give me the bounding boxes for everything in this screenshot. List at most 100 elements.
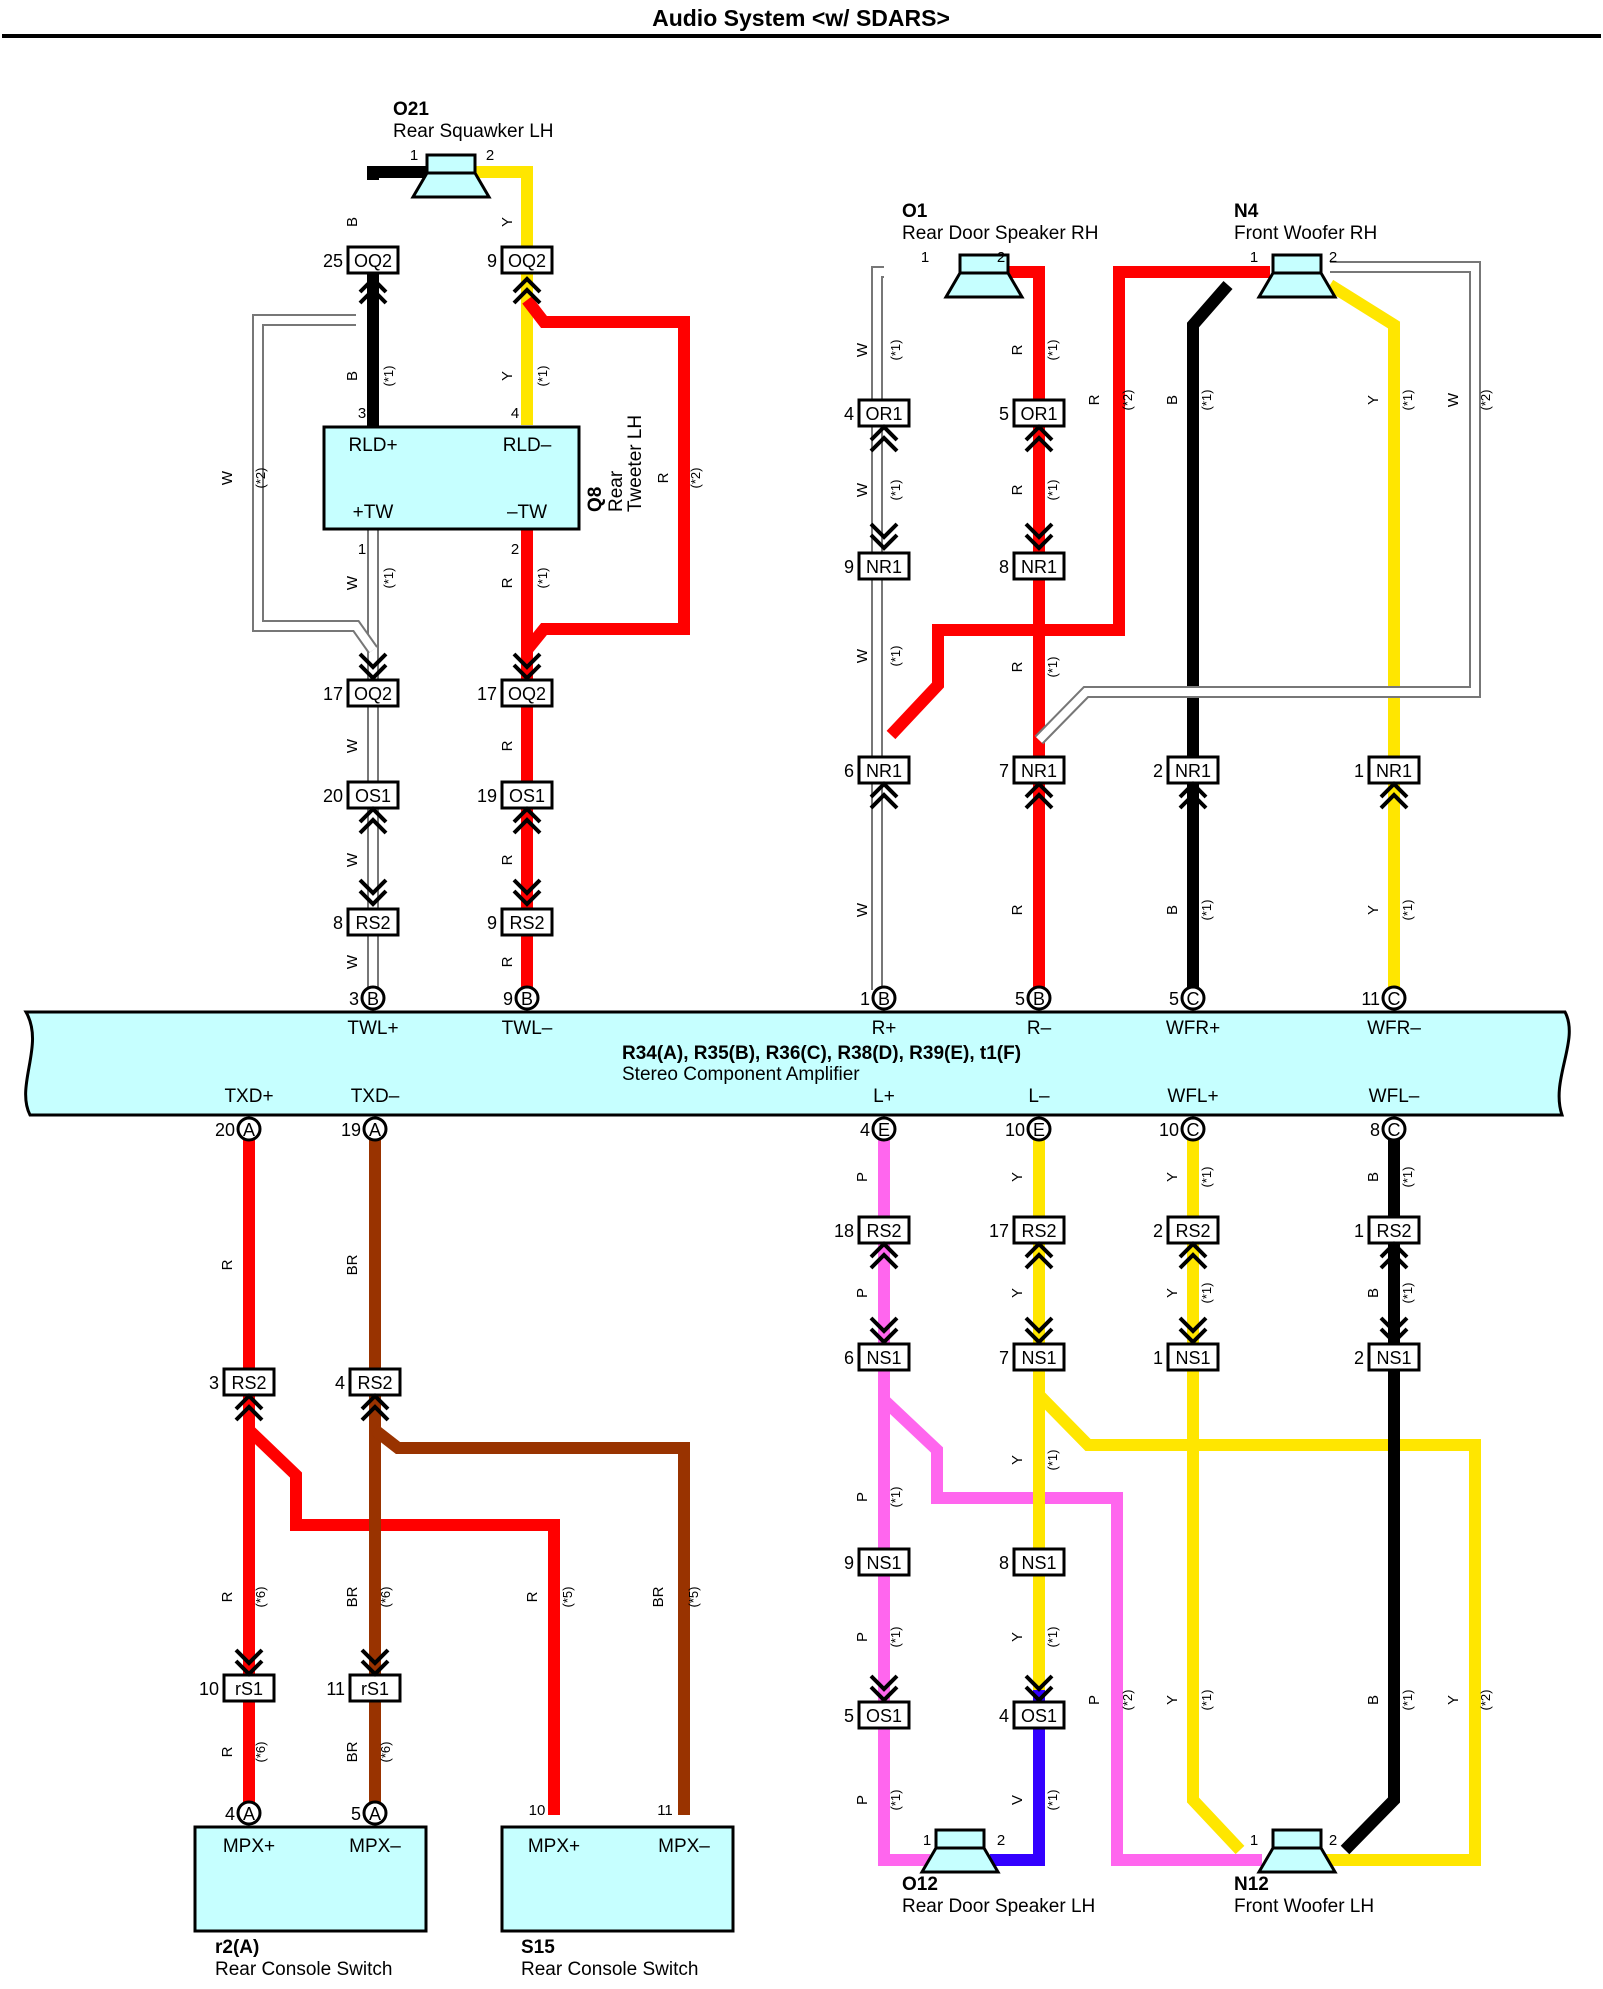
pin-number: 1 bbox=[921, 249, 929, 266]
wire-color-label: W bbox=[1445, 392, 1462, 407]
pin-number: 1 bbox=[923, 1832, 931, 1849]
terminal-circle bbox=[1026, 985, 1052, 1011]
o21-code: O21 bbox=[393, 99, 429, 120]
terminal-connector: C bbox=[1388, 989, 1401, 1009]
note-label: (*6) bbox=[378, 1587, 393, 1608]
terminal-circle bbox=[1381, 1116, 1407, 1142]
o1-name: Rear Door Speaker RH bbox=[902, 223, 1098, 244]
terminal-circle bbox=[362, 1116, 388, 1142]
connector-chevron bbox=[358, 817, 388, 835]
connector-chevron bbox=[358, 806, 388, 824]
connector-chevron bbox=[1024, 522, 1054, 540]
note-label: (*2) bbox=[688, 468, 703, 489]
r2-pin-mpx-minus: MPX– bbox=[349, 1836, 401, 1857]
terminal-pin: 10 bbox=[1159, 1120, 1179, 1140]
note-label: (*1) bbox=[888, 646, 903, 667]
terminal-connector: B bbox=[878, 989, 890, 1009]
n4-code: N4 bbox=[1234, 201, 1259, 222]
wire-r-n4-1 bbox=[886, 266, 1270, 740]
note-label: (*2) bbox=[1478, 1690, 1493, 1711]
connector-chevron bbox=[358, 276, 388, 294]
connector-chevron bbox=[869, 1252, 899, 1270]
pin-number: 2 bbox=[511, 541, 519, 558]
connector-pin: 5 bbox=[999, 404, 1009, 424]
note-label: (*1) bbox=[1199, 390, 1214, 411]
wire-color-label: W bbox=[219, 470, 236, 485]
r2-code: r2(A) bbox=[215, 1937, 259, 1958]
amp-terminal: C8 bbox=[1370, 1116, 1407, 1142]
connector-chevron bbox=[358, 878, 388, 896]
terminal-pin: 5 bbox=[1169, 989, 1179, 1009]
wire-w-loop-core bbox=[254, 316, 377, 653]
wire-color-label: Y bbox=[1009, 1172, 1026, 1182]
amp-terminal: A4 bbox=[225, 1800, 262, 1826]
connector-chevron bbox=[1178, 792, 1208, 810]
wire-p-l-plus bbox=[878, 1130, 930, 1866]
wire-color-label: R bbox=[1009, 484, 1026, 495]
connector-pin: 8 bbox=[999, 1553, 1009, 1573]
connector-chevron bbox=[1024, 1252, 1054, 1270]
terminal-circle bbox=[1180, 985, 1206, 1011]
amp-pin-label: WFL+ bbox=[1167, 1086, 1218, 1107]
wire-color-label: BR bbox=[344, 1254, 361, 1275]
wire-v-o12-2 bbox=[990, 1690, 1045, 1866]
connector-pin: 9 bbox=[844, 557, 854, 577]
r2-rear-console-switch-box bbox=[193, 1825, 428, 1933]
wire-w-r-plus-core bbox=[873, 268, 884, 990]
connector-pin: 1 bbox=[1354, 761, 1364, 781]
terminal-pin: 20 bbox=[215, 1120, 235, 1140]
connector-name: NS1 bbox=[1021, 1348, 1056, 1368]
connector-chevron bbox=[1379, 792, 1409, 810]
n4-name: Front Woofer RH bbox=[1234, 223, 1377, 244]
connector-name: NR1 bbox=[1376, 761, 1412, 781]
note-label: (*1) bbox=[1199, 1283, 1214, 1304]
amp-pin-label: R+ bbox=[872, 1018, 897, 1039]
amp-pin-label: TWL+ bbox=[347, 1018, 398, 1039]
connector-box bbox=[857, 1215, 911, 1245]
wire-p-n12-1 bbox=[879, 1395, 1262, 1866]
pin-number: 2 bbox=[1329, 249, 1337, 266]
connector-name: OS1 bbox=[866, 1706, 902, 1726]
terminal-connector: B bbox=[521, 989, 533, 1009]
connector-name: RS2 bbox=[357, 1373, 392, 1393]
terminal-connector: A bbox=[369, 1120, 381, 1140]
wire-color-label: Y bbox=[1009, 1455, 1026, 1465]
connector-pin: 4 bbox=[999, 1706, 1009, 1726]
note-label: (*1) bbox=[888, 340, 903, 361]
connector-pin: 5 bbox=[844, 1706, 854, 1726]
pin-number: 2 bbox=[486, 147, 494, 164]
wire-color-label: R bbox=[1009, 344, 1026, 355]
connector-chevron bbox=[234, 1648, 264, 1666]
amp-terminal: E10 bbox=[1005, 1116, 1052, 1142]
connector-chevron bbox=[1024, 1674, 1054, 1692]
terminal-circle bbox=[514, 985, 540, 1011]
wire-color-label: R bbox=[219, 1746, 236, 1757]
connector-box bbox=[500, 907, 554, 937]
note-label: (*5) bbox=[686, 1587, 701, 1608]
s15-name: Rear Console Switch bbox=[521, 1959, 698, 1980]
wire-color-label: R bbox=[499, 740, 516, 751]
connector-chevron bbox=[1178, 1327, 1208, 1345]
wire-color-label: Y bbox=[1365, 905, 1382, 915]
note-label: (*2) bbox=[1120, 1690, 1135, 1711]
connector-box bbox=[857, 1547, 911, 1577]
connector-name: RS2 bbox=[1021, 1221, 1056, 1241]
wire-color-label: W bbox=[344, 575, 361, 590]
connector-chevron bbox=[1178, 1241, 1208, 1259]
q8-name-1: Rear bbox=[606, 470, 627, 512]
wire-color-label: BR bbox=[650, 1586, 667, 1607]
connector-pin: 7 bbox=[999, 761, 1009, 781]
pin-number: 2 bbox=[997, 1832, 1005, 1849]
amp-terminal: B1 bbox=[860, 985, 897, 1011]
wire-color-label: BR bbox=[344, 1586, 361, 1607]
wire-color-label: Y bbox=[1009, 1632, 1026, 1642]
connector-pin: 9 bbox=[844, 1553, 854, 1573]
